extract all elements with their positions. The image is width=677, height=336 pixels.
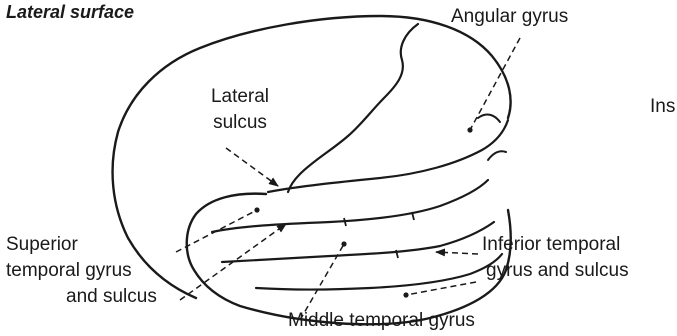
label-inferior-temporal-line1: Inferior temporal (482, 234, 620, 256)
label-lateral-sulcus-line2: sulcus (204, 112, 276, 134)
label-lateral-sulcus-line1: Lateral (204, 86, 276, 108)
middle-temporal-sulcus (222, 222, 494, 262)
parietal-fold (488, 151, 506, 160)
temporal-lobe-outline (187, 194, 511, 325)
label-cut-off: Ins (650, 96, 675, 118)
label-middle-temporal-gyrus: Middle temporal gyrus (288, 310, 475, 332)
leader-lateral-sulcus (226, 148, 278, 186)
leader-inferior-temporal-arrow (436, 252, 478, 254)
label-superior-temporal-line1: Superior (6, 234, 78, 256)
label-angular-gyrus: Angular gyrus (451, 6, 568, 28)
diagram-heading: Lateral surface (6, 2, 134, 23)
gyral-tick-1 (344, 218, 346, 226)
label-superior-temporal-line2: temporal gyrus (6, 260, 132, 282)
label-inferior-temporal-line2: gyrus and sulcus (486, 260, 629, 282)
central-sulcus (288, 24, 418, 192)
brain-outline (113, 16, 511, 298)
label-superior-temporal-line3: and sulcus (66, 286, 157, 308)
angular-gyrus-fold (478, 115, 500, 122)
superior-temporal-sulcus (212, 180, 488, 232)
